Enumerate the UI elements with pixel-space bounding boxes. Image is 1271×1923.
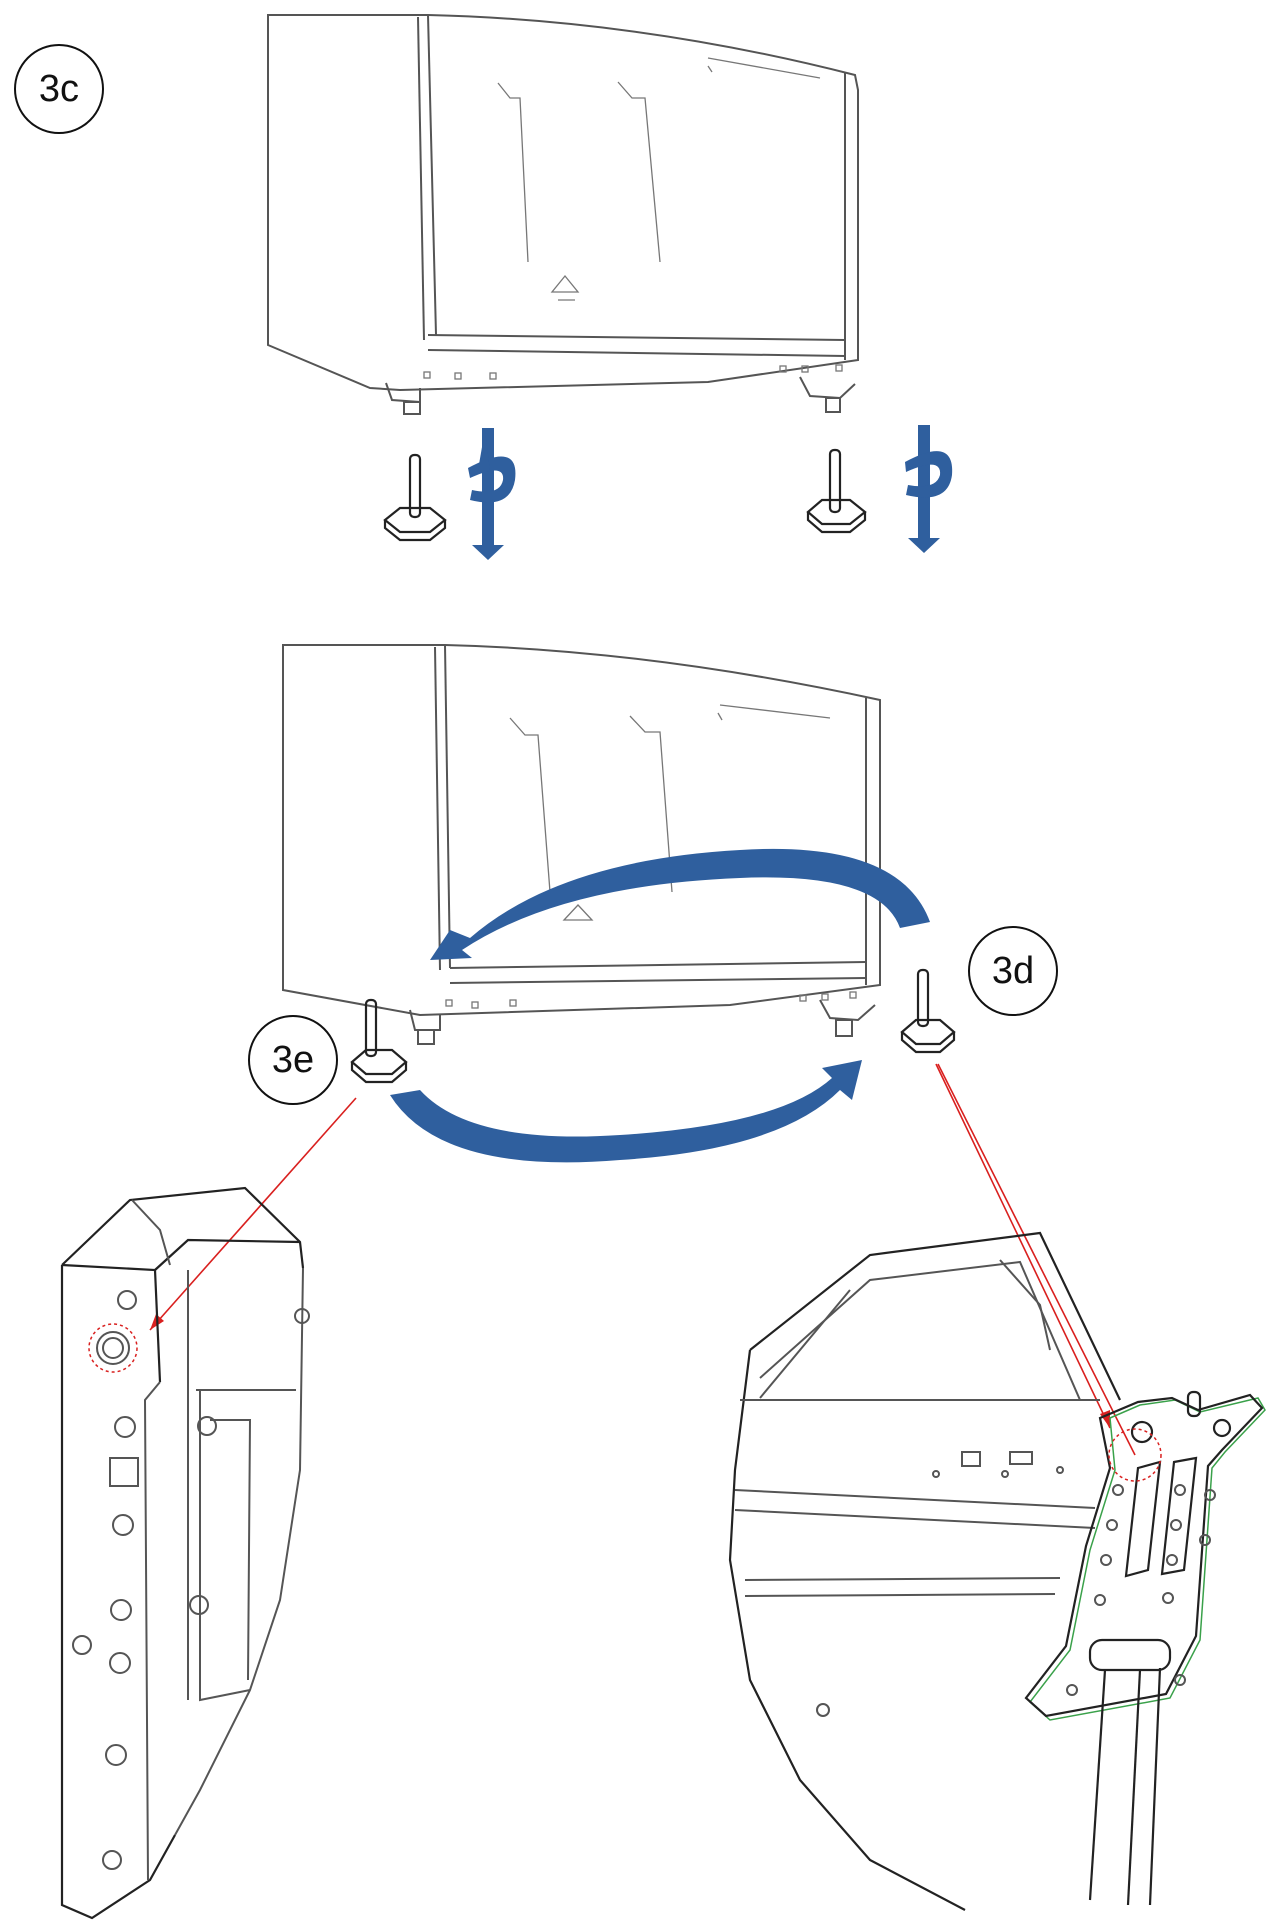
cabinet-top: [267, 14, 859, 415]
detail-right-panel: [728, 1231, 1266, 1911]
leveling-foot-left-top: [383, 453, 447, 542]
step-label-3e: 3e: [248, 1015, 338, 1105]
leader-line-3d: [935, 1063, 1136, 1456]
swap-arrow-upper: [430, 848, 930, 960]
leveling-foot-3d: [900, 968, 956, 1054]
step-label-3d: 3d: [968, 926, 1058, 1016]
leveling-foot-right-top: [806, 448, 867, 534]
detail-left-panel: [60, 1186, 310, 1920]
unscrew-arrow-right: [905, 425, 953, 553]
step-label-3c: 3c: [14, 44, 104, 134]
leader-line-3e: [149, 1097, 357, 1331]
cabinet-middle: [282, 644, 881, 1045]
leveling-foot-3e: [350, 998, 408, 1084]
unscrew-arrow-left: [468, 428, 516, 560]
swap-arrow-lower: [390, 1060, 862, 1163]
